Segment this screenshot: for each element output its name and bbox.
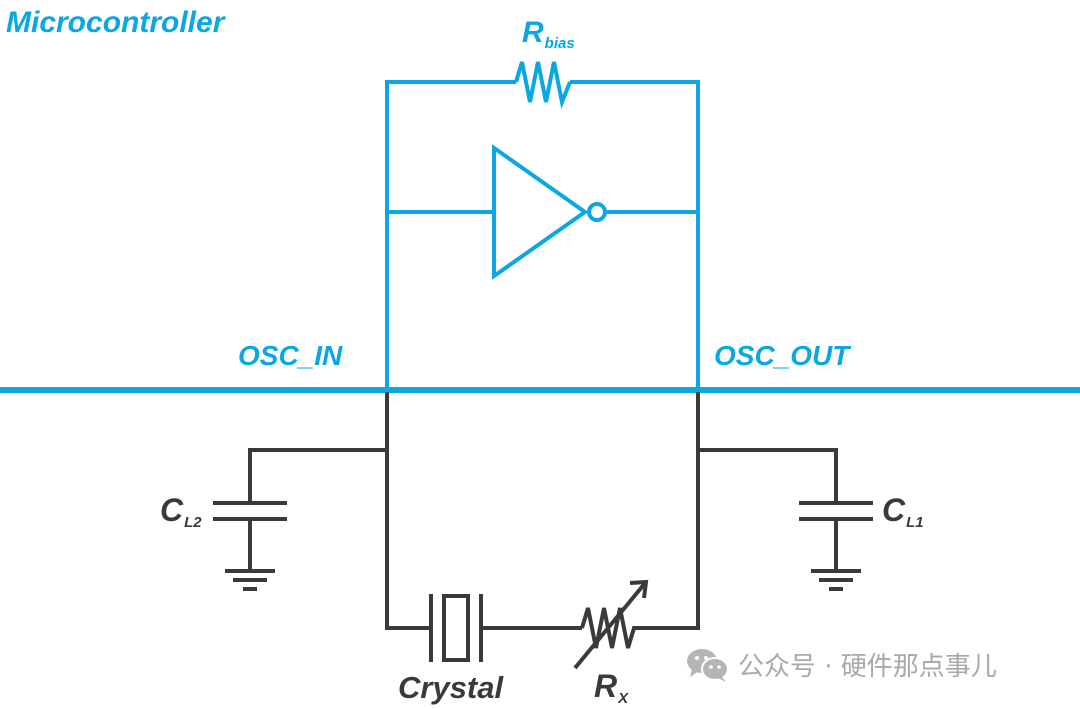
watermark: 公众号 · 硬件那点事儿 [686, 646, 997, 683]
rx-resistor [580, 607, 640, 649]
inverter-bubble [587, 202, 607, 222]
cl1-label: CL1 [882, 492, 924, 531]
cl1-symbol: C [882, 492, 906, 528]
crystal-label: Crystal [398, 670, 504, 705]
rx-label: RX [594, 668, 628, 707]
rx-subscript: X [618, 690, 629, 707]
osc-in-external-wire [385, 392, 430, 630]
rbias-resistor [514, 61, 572, 109]
inverter-triangle [492, 144, 589, 280]
cl2-wire [248, 448, 387, 502]
rbias-left-wire [385, 80, 516, 390]
crystal-body [442, 594, 470, 662]
osc-in-pin-label: OSC_IN [238, 340, 343, 371]
rx-adjust-arrow-shaft [573, 580, 648, 670]
cl1-wire [698, 448, 838, 502]
cl2-symbol: C [160, 492, 184, 528]
cl1-subscript: L1 [906, 514, 924, 531]
rbias-subscript: bias [544, 35, 575, 52]
osc-out-external-wire [640, 392, 700, 630]
rbias-symbol: R [522, 16, 544, 49]
wechat-icon [687, 648, 729, 682]
cl2-subscript: L2 [184, 514, 202, 531]
watermark-text: 公众号 · 硬件那点事儿 [738, 652, 997, 682]
osc-out-pin-label: OSC_OUT [714, 340, 850, 371]
cl2-label: CL2 [160, 492, 202, 531]
rbias-right-wire [570, 80, 700, 390]
diagram-title: Microcontroller [6, 6, 225, 39]
rx-symbol: R [594, 668, 618, 704]
rbias-label: Rbias [522, 16, 575, 52]
rx-adjust-arrowhead [629, 579, 649, 599]
